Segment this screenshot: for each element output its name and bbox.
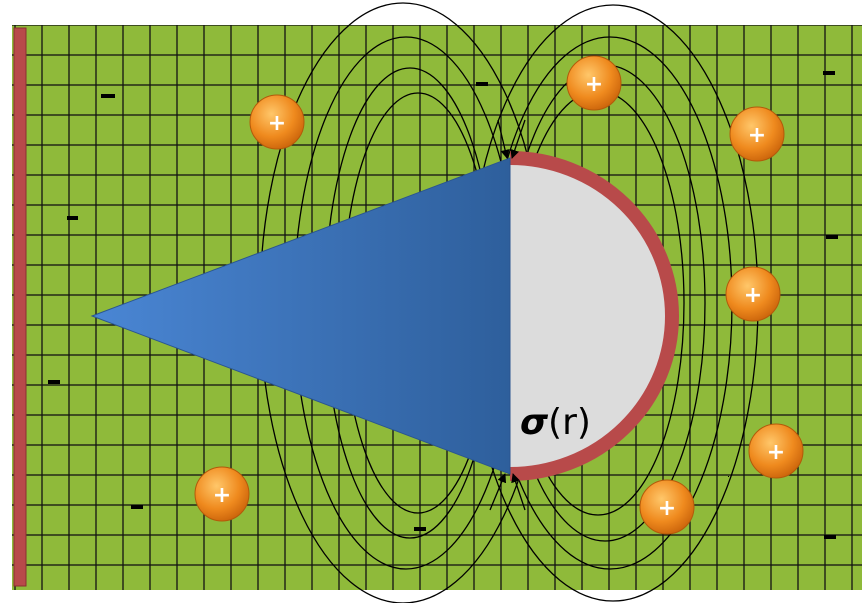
- svg-text:+: +: [744, 283, 762, 308]
- negative-charge: [476, 82, 488, 86]
- svg-text:+: +: [767, 440, 785, 465]
- svg-text:+: +: [748, 123, 766, 148]
- svg-text:+: +: [585, 72, 603, 97]
- positive-charge: +: [567, 56, 621, 110]
- negative-charge: [826, 235, 838, 239]
- positive-charge: +: [730, 107, 784, 161]
- positive-charge: +: [250, 95, 304, 149]
- negative-charge: [101, 94, 115, 98]
- negative-charge: [131, 505, 143, 509]
- svg-text:+: +: [213, 483, 231, 508]
- positive-charge: +: [640, 480, 694, 534]
- positive-charge: +: [195, 467, 249, 521]
- left-electrode-bar: [14, 28, 26, 586]
- negative-charge: [728, 476, 729, 477]
- negative-charge: [48, 380, 60, 384]
- svg-text:+: +: [268, 111, 286, 136]
- negative-charge: [67, 216, 78, 220]
- svg-text:+: +: [658, 496, 676, 521]
- sigma-symbol: σ: [520, 402, 549, 443]
- surface-charge-density-label: σ(r): [520, 402, 591, 443]
- negative-charge: [824, 535, 836, 539]
- negative-charge: [823, 71, 835, 75]
- positive-charge: +: [749, 424, 803, 478]
- negative-charge: [414, 527, 426, 531]
- positive-charge: +: [726, 267, 780, 321]
- sigma-argument: (r): [548, 402, 591, 443]
